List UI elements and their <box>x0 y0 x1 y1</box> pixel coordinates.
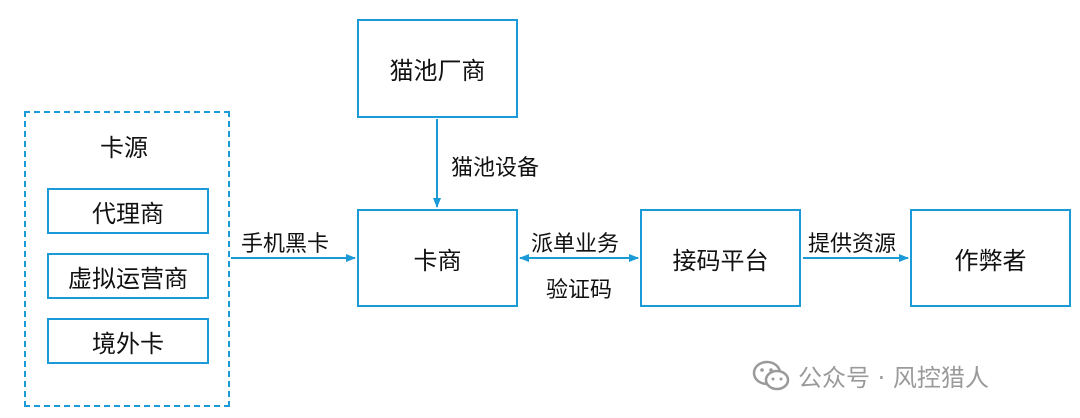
wechat-icon <box>752 360 790 390</box>
watermark: 公众号 · 风控猎人 <box>752 358 989 393</box>
source-virtual-operator: 虚拟运营商 <box>47 253 209 299</box>
edge-label-black-card: 手机黑卡 <box>241 232 330 257</box>
watermark-text: 公众号 · 风控猎人 <box>798 364 989 392</box>
edge-label-provide: 提供资源 <box>808 232 897 257</box>
source-overseas-card: 境外卡 <box>47 318 209 364</box>
node-fraudster: 作弊者 <box>910 209 1071 307</box>
node-cat-pool-factory: 猫池厂商 <box>357 19 518 118</box>
source-agent: 代理商 <box>47 188 209 234</box>
node-code-platform: 接码平台 <box>640 209 801 307</box>
edge-label-dispatch: 派单业务 <box>531 232 620 257</box>
node-card-dealer: 卡商 <box>357 209 518 307</box>
edge-label-verify-code: 验证码 <box>546 278 613 303</box>
edge-label-device: 猫池设备 <box>451 156 540 181</box>
card-source-title: 卡源 <box>100 134 148 162</box>
card-source-group <box>24 111 230 407</box>
